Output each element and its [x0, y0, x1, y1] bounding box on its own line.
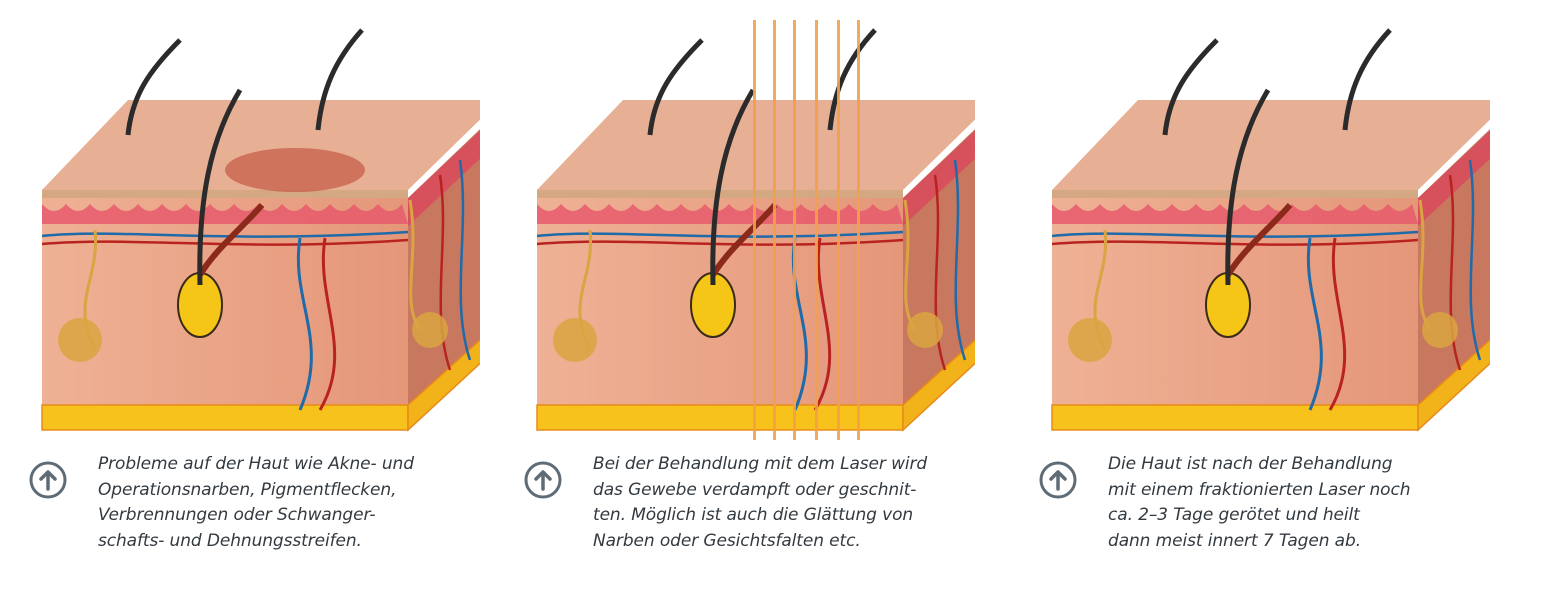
skin-block: [41, 28, 480, 432]
caption-text: Die Haut ist nach der Behandlung mit ein…: [1108, 454, 1411, 551]
arrow-up-circle-icon: [524, 461, 562, 499]
caption-text: Probleme auf der Haut wie Akne- und Oper…: [98, 454, 414, 551]
caption-row: Die Haut ist nach der Behandlung mit ein…: [1038, 452, 1488, 572]
skin-cross-section: [536, 20, 975, 440]
skin-cross-section: [1051, 28, 1490, 432]
caption-row: Probleme auf der Haut wie Akne- und Oper…: [28, 452, 478, 572]
panel-after: Die Haut ist nach der Behandlung mit ein…: [1010, 0, 1490, 606]
caption-text: Bei der Behandlung mit dem Laser wird da…: [593, 454, 928, 551]
panel-treatment: Bei der Behandlung mit dem Laser wird da…: [495, 0, 975, 606]
arrow-up-circle-icon: [1039, 461, 1077, 499]
panel-before: Probleme auf der Haut wie Akne- und Oper…: [0, 0, 480, 606]
laser-beams: [753, 20, 860, 440]
arrow-up-circle-icon: [29, 461, 67, 499]
caption-row: Bei der Behandlung mit dem Laser wird da…: [523, 452, 973, 572]
skin-block: [1051, 28, 1490, 432]
skin-cross-section: [41, 28, 480, 432]
skin-block: [536, 20, 975, 440]
